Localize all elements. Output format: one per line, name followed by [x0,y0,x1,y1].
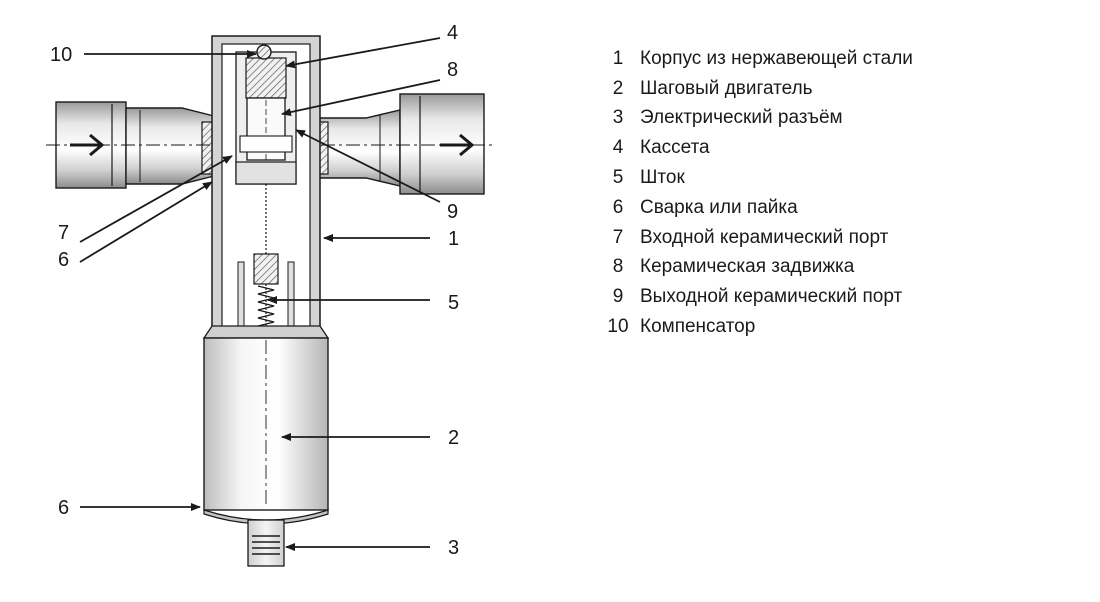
legend: 1 Корпус из нержавеющей стали 2 Шаговый … [596,44,913,342]
callout-6-weld-bottom: 6 [58,497,69,519]
legend-number: 4 [612,137,624,159]
legend-number: 10 [607,316,629,338]
legend-label: Шток [640,167,685,189]
legend-number: 1 [612,47,624,69]
legend-number: 7 [612,226,624,248]
legend-label: Сварка или пайка [640,196,798,218]
legend-label: Электрический разъём [640,107,843,129]
leader-lines [79,37,441,551]
callout-labels: 10 4 8 9 7 6 1 5 2 6 3 [50,22,459,559]
callout-8: 8 [447,59,458,81]
legend-item: 4 Кассета [596,133,913,163]
legend-item: 6 Сварка или пайка [596,193,913,223]
callout-6-weld-top: 6 [58,249,69,271]
electrical-connector [247,519,285,567]
stepper-motor [202,325,330,525]
legend-label: Шаговый двигатель [640,77,813,99]
leader-9 [295,129,441,203]
legend-item: 3 Электрический разъём [596,104,913,134]
legend-number: 9 [612,286,624,308]
ceramic-slide [239,97,293,161]
legend-item: 8 Керамическая задвижка [596,253,913,283]
legend-number: 8 [612,256,624,278]
legend-item: 1 Корпус из нержавеющей стали [596,44,913,74]
legend-label: Входной керамический порт [640,226,889,248]
legend-label: Корпус из нержавеющей стали [640,47,913,69]
leader-6a [79,181,213,263]
legend-number: 2 [612,77,624,99]
callout-1: 1 [448,228,459,250]
legend-label: Компенсатор [640,316,756,338]
leader-4 [285,37,441,69]
legend-label: Кассета [640,137,710,159]
legend-item: 10 Компенсатор [596,312,913,342]
legend-label: Керамическая задвижка [640,256,855,278]
callout-5: 5 [448,292,459,314]
leader-7 [79,155,233,243]
legend-number: 6 [612,196,624,218]
callout-7: 7 [58,222,69,244]
legend-label: Выходной керамический порт [640,286,903,308]
legend-item: 2 Шаговый двигатель [596,74,913,104]
legend-item: 9 Выходной керамический порт [596,282,913,312]
callout-4: 4 [447,22,458,44]
legend-item: 5 Шток [596,163,913,193]
callout-9: 9 [447,201,458,223]
legend-item: 7 Входной керамический порт [596,223,913,253]
callout-2: 2 [448,427,459,449]
callout-3: 3 [448,537,459,559]
compensator [256,44,272,60]
legend-number: 3 [612,107,624,129]
leader-8 [281,79,441,117]
callout-10: 10 [50,44,72,66]
legend-number: 5 [612,167,624,189]
